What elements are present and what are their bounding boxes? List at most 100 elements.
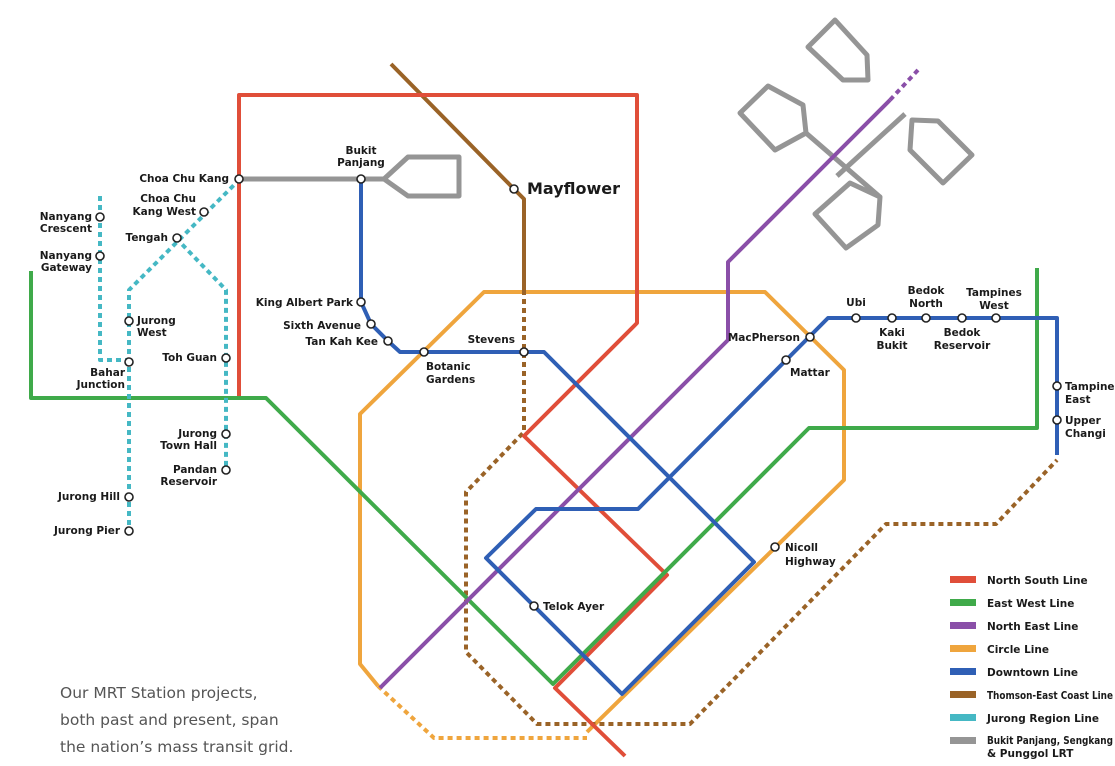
label-tan-kah-kee: Tan Kah Kee <box>305 336 378 348</box>
station-mayflower[interactable] <box>509 184 519 194</box>
circle-line <box>358 290 846 740</box>
label-bedok-reservoir-1: Bedok <box>944 327 982 339</box>
label-jurong-west-1: Jurong <box>136 315 176 327</box>
station-toh-guan[interactable] <box>221 353 231 363</box>
station-kaki-bukit[interactable] <box>887 313 897 323</box>
label-tampines-west-1: Tampines <box>966 287 1022 299</box>
station-mattar[interactable] <box>781 355 791 365</box>
station-jurong-pier[interactable] <box>124 526 134 536</box>
label-pandan-reservoir-1: Pandan <box>173 464 217 476</box>
legend-label-dt: Downtown Line <box>987 667 1078 679</box>
station-tampines-east[interactable] <box>1052 381 1062 391</box>
label-tampines-east-2: East <box>1065 394 1091 406</box>
station-bedok-reservoir[interactable] <box>957 313 967 323</box>
label-nanyang-crescent-1: Nanyang <box>40 211 92 223</box>
east-west-line <box>29 268 1039 686</box>
label-tengah: Tengah <box>126 232 168 244</box>
label-tampines-east-1: Tampines <box>1065 381 1115 393</box>
label-nicoll-highway-2: Highway <box>785 556 836 568</box>
label-choa-chu-kang-west-1: Choa Chu <box>140 193 196 205</box>
label-mayflower: Mayflower <box>527 179 620 198</box>
label-stevens: Stevens <box>468 334 515 346</box>
label-ubi: Ubi <box>846 297 866 309</box>
label-macpherson: MacPherson <box>728 332 800 344</box>
station-bahar-junction[interactable] <box>124 357 134 367</box>
station-pandan-reservoir[interactable] <box>221 465 231 475</box>
label-nicoll-highway-1: Nicoll <box>785 542 818 554</box>
legend-label-ns: North South Line <box>987 575 1088 587</box>
label-mattar: Mattar <box>790 367 831 379</box>
label-bahar-junction-1: Bahar <box>90 367 126 379</box>
legend-label-cc: Circle Line <box>987 644 1049 656</box>
legend-label-lrt-1: Bukit Panjang, Sengkang <box>987 735 1113 747</box>
label-bedok-north-1: Bedok <box>908 285 946 297</box>
station-tengah[interactable] <box>172 233 182 243</box>
station-nanyang-gateway[interactable] <box>95 251 105 261</box>
station-telok-ayer[interactable] <box>529 601 539 611</box>
station-king-albert-park[interactable] <box>356 297 366 307</box>
lrt-punggol-loop-a <box>805 17 871 83</box>
legend-swatch-ne <box>950 622 976 629</box>
label-bedok-reservoir-2: Reservoir <box>934 340 991 352</box>
legend-label-jr: Jurong Region Line <box>986 713 1099 725</box>
station-jurong-hill[interactable] <box>124 492 134 502</box>
label-jurong-town-hall-2: Town Hall <box>160 440 217 452</box>
lrt-bukit-panjang-loop <box>381 154 462 199</box>
legend-swatch-lrt <box>950 737 976 744</box>
label-king-albert-park: King Albert Park <box>256 297 354 309</box>
label-pandan-reservoir-2: Reservoir <box>160 476 217 488</box>
lrt-punggol-loop-b <box>907 117 975 186</box>
legend: North South Line East West Line North Ea… <box>950 575 1113 760</box>
station-jurong-town-hall[interactable] <box>221 429 231 439</box>
label-telok-ayer: Telok Ayer <box>543 601 605 613</box>
lrt-sengkang-loop-b <box>812 180 883 251</box>
label-bukit-panjang-1: Bukit <box>345 145 376 157</box>
label-jurong-west-2: West <box>137 327 167 339</box>
label-upper-changi-1: Upper <box>1065 415 1102 427</box>
lrt-lines <box>240 17 975 251</box>
caption: Our MRT Station projects, both past and … <box>60 680 320 761</box>
legend-label-te: Thomson-East Coast Line <box>987 690 1113 702</box>
station-choa-chu-kang[interactable] <box>234 174 244 184</box>
label-toh-guan: Toh Guan <box>162 352 217 364</box>
lrt-sengkang-track <box>804 112 907 199</box>
caption-line-1: Our MRT Station projects, <box>60 684 258 702</box>
station-nicoll-highway[interactable] <box>770 542 780 552</box>
station-nanyang-crescent[interactable] <box>95 212 105 222</box>
label-kaki-bukit-1: Kaki <box>879 327 905 339</box>
caption-line-2: both past and present, span <box>60 711 279 729</box>
legend-label-lrt-2: & Punggol LRT <box>987 748 1074 760</box>
station-choa-chu-kang-west[interactable] <box>199 207 209 217</box>
label-jurong-pier: Jurong Pier <box>53 525 121 537</box>
station-bedok-north[interactable] <box>921 313 931 323</box>
legend-swatch-dt <box>950 668 976 675</box>
station-jurong-west[interactable] <box>124 316 134 326</box>
label-choa-chu-kang-west-2: Kang West <box>133 206 196 218</box>
label-jurong-town-hall-1: Jurong <box>177 428 217 440</box>
station-botanic-gardens[interactable] <box>419 347 429 357</box>
station-tan-kah-kee[interactable] <box>383 336 393 346</box>
legend-swatch-cc <box>950 645 976 652</box>
station-upper-changi[interactable] <box>1052 415 1062 425</box>
station-stevens[interactable] <box>519 347 529 357</box>
label-botanic-gardens-1: Botanic <box>426 361 471 373</box>
label-choa-chu-kang: Choa Chu Kang <box>139 173 229 185</box>
north-east-line <box>378 68 920 690</box>
station-macpherson[interactable] <box>805 332 815 342</box>
thomson-east-coast-line <box>389 62 1059 726</box>
label-nanyang-gateway-2: Gateway <box>41 262 92 274</box>
caption-line-3: the nation’s mass transit grid. <box>60 738 294 756</box>
station-labels: Choa Chu Kang Choa Chu Kang West Tengah … <box>40 145 1115 613</box>
station-tampines-west[interactable] <box>991 313 1001 323</box>
legend-swatch-jr <box>950 714 976 721</box>
label-bahar-junction-2: Junction <box>76 379 125 391</box>
station-bukit-panjang[interactable] <box>356 174 366 184</box>
jurong-region-line <box>98 177 242 531</box>
legend-swatch-ew <box>950 599 976 606</box>
station-ubi[interactable] <box>851 313 861 323</box>
legend-label-ew: East West Line <box>987 598 1074 610</box>
label-nanyang-crescent-2: Crescent <box>40 223 92 235</box>
label-bedok-north-2: North <box>909 298 943 310</box>
station-sixth-avenue[interactable] <box>366 319 376 329</box>
